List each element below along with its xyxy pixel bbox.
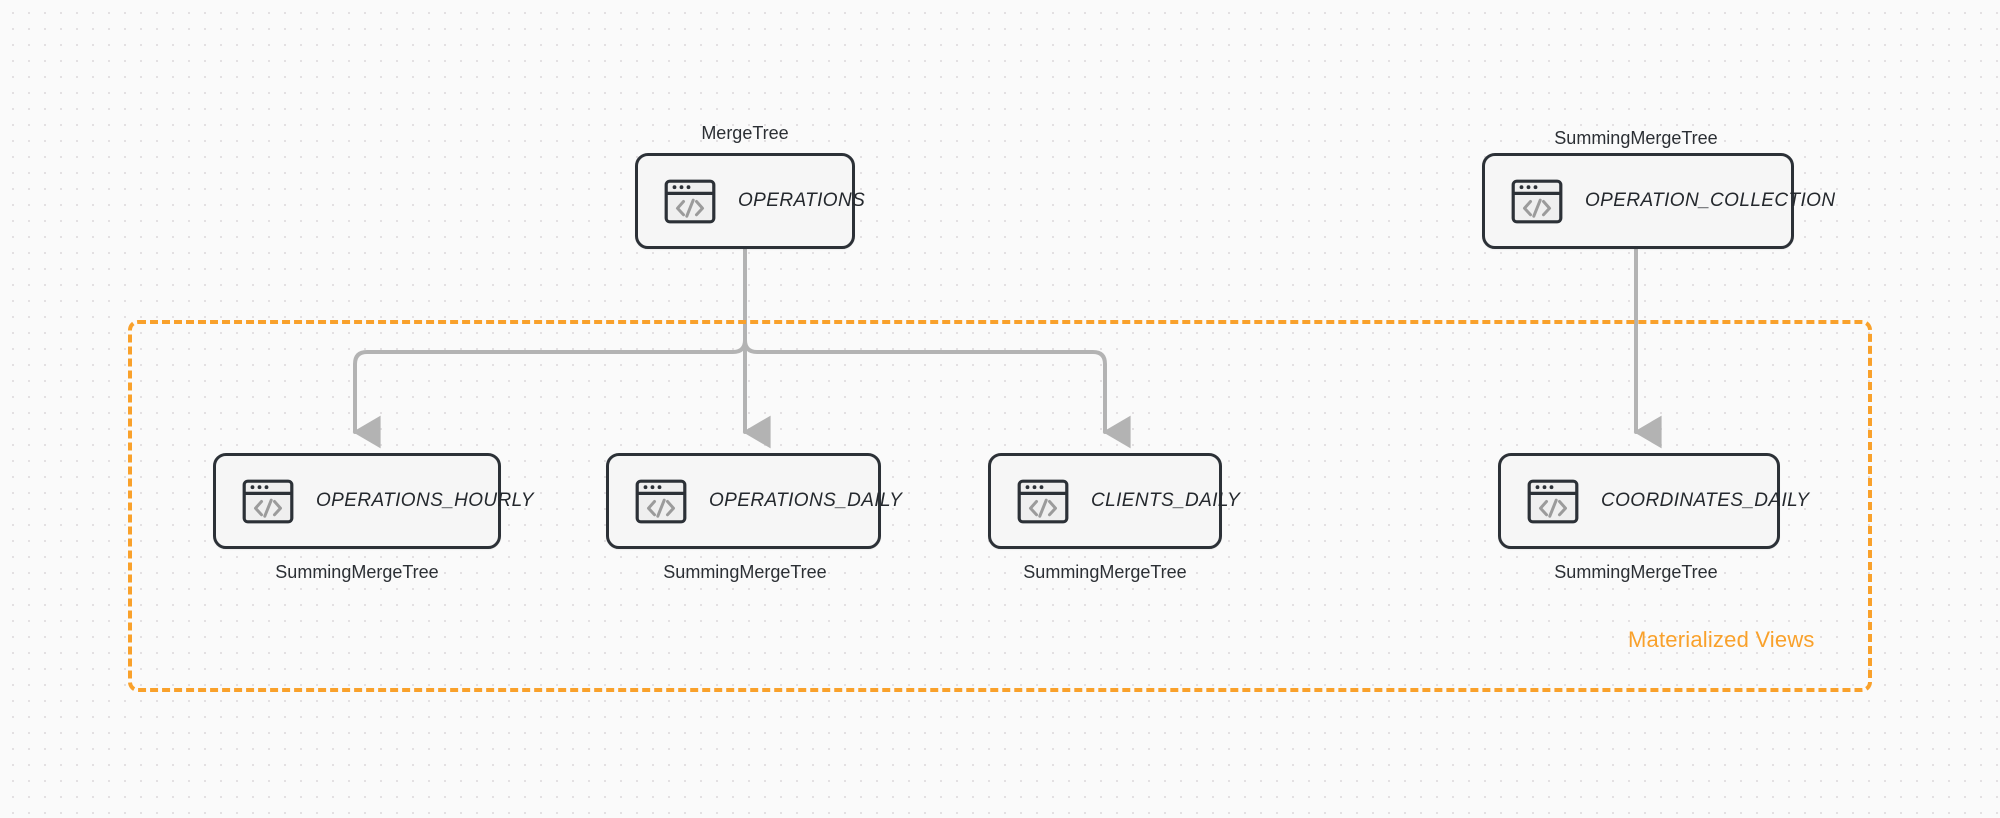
code-window-icon — [635, 479, 687, 524]
caption-clients-daily-engine: SummingMergeTree — [1023, 562, 1187, 582]
code-window-icon — [1511, 179, 1563, 224]
node-operation-collection[interactable]: OPERATION_COLLECTION — [1482, 153, 1835, 249]
node-clients-daily[interactable]: CLIENTS_DAILY — [988, 453, 1240, 549]
node-coordinates-daily[interactable]: COORDINATES_DAILY — [1498, 453, 1809, 549]
node-operations-daily[interactable]: OPERATIONS_DAILY — [606, 453, 902, 549]
node-operation-collection-label: OPERATION_COLLECTION — [1585, 190, 1836, 211]
node-operations-hourly-label: OPERATIONS_HOURLY — [316, 490, 534, 511]
caption-operations-engine: MergeTree — [701, 123, 789, 143]
caption-coordinates-daily-engine: SummingMergeTree — [1554, 562, 1718, 582]
caption-operation-collection-engine: SummingMergeTree — [1554, 128, 1718, 148]
code-window-icon — [1527, 479, 1579, 524]
code-window-icon — [242, 479, 294, 524]
node-clients-daily-label: CLIENTS_DAILY — [1091, 490, 1241, 511]
code-window-icon — [1017, 479, 1069, 524]
caption-operations-hourly-engine: SummingMergeTree — [275, 562, 439, 582]
node-coordinates-daily-label: COORDINATES_DAILY — [1601, 490, 1810, 511]
node-operations-daily-label: OPERATIONS_DAILY — [709, 490, 903, 511]
node-operations-label: OPERATIONS — [738, 190, 866, 211]
caption-operations-daily-engine: SummingMergeTree — [663, 562, 827, 582]
materialized-views-group-label: Materialized Views — [1628, 627, 1815, 652]
materialized-views-group — [128, 320, 1872, 692]
node-operations[interactable]: OPERATIONS — [635, 153, 865, 249]
node-operations-hourly[interactable]: OPERATIONS_HOURLY — [213, 453, 534, 549]
code-window-icon — [664, 179, 716, 224]
